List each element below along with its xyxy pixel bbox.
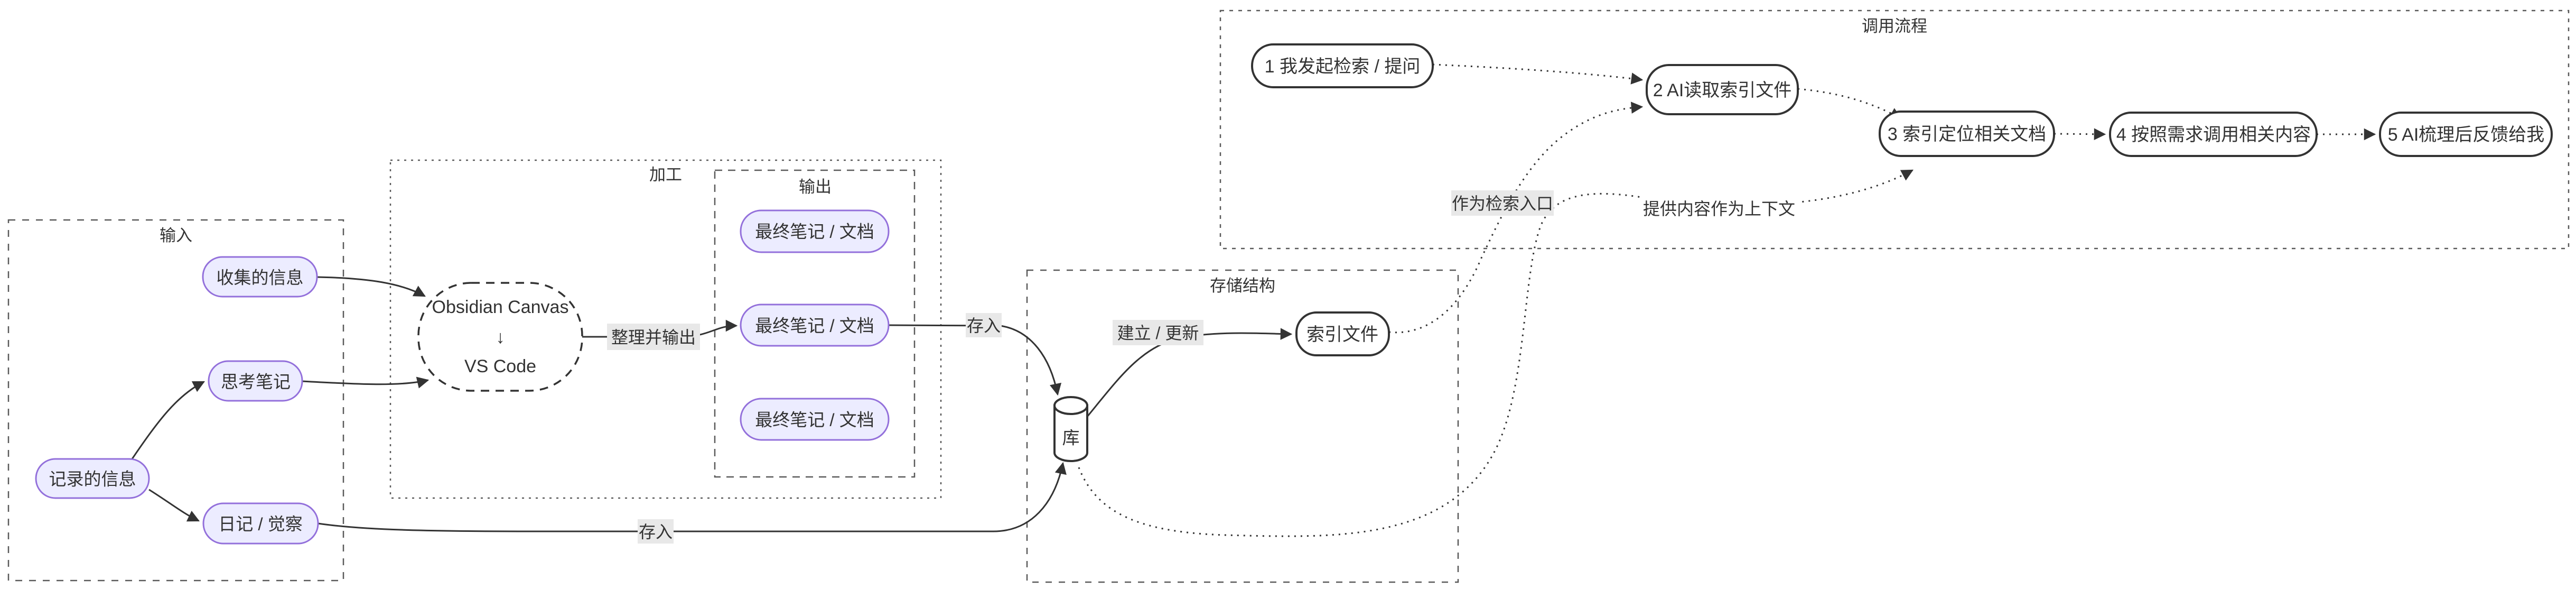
node-collected-info-label: 收集的信息: [217, 268, 304, 288]
node-recorded-info-label: 记录的信息: [49, 470, 136, 489]
node-obsidian-canvas-line2: ↓: [496, 327, 505, 347]
node-diary-label: 日记 / 觉察: [218, 514, 303, 534]
edge-finaldoc-to-repo: [888, 324, 1062, 396]
svg-text:建立 / 更新: 建立 / 更新: [1117, 324, 1199, 343]
svg-text:作为检索入口: 作为检索入口: [1452, 194, 1553, 213]
node-thinking-notes-label: 思考笔记: [221, 372, 291, 392]
edge-label-bg: [1451, 190, 1554, 216]
group-title-flow: 调用流程: [1862, 17, 1927, 35]
node-thinking-notes: 思考笔记: [208, 360, 303, 402]
node-final-doc-3: 最终笔记 / 文档: [740, 398, 890, 441]
group-title-output: 输出: [799, 178, 832, 196]
node-step-5-label: 5 AI梳理后反馈给我: [2388, 125, 2545, 145]
node-obsidian-canvas-line1: Obsidian Canvas: [432, 297, 569, 317]
node-recorded-info: 记录的信息: [35, 458, 150, 499]
group-box-input: [7, 219, 344, 582]
node-step-2-label: 2 AI读取索引文件: [1653, 80, 1792, 100]
group-box-flow: [1219, 10, 2570, 250]
edge-repo-to-index: [1086, 328, 1293, 417]
svg-text:存入: 存入: [639, 522, 673, 541]
node-step-2: 2 AI读取索引文件: [1646, 64, 1799, 115]
node-step-3: 3 索引定位相关文档: [1879, 111, 2055, 157]
group-title-input: 输入: [160, 226, 192, 245]
edge-record-to-think: [131, 381, 206, 459]
edge-collect-to-canvas: [316, 276, 426, 297]
edge-label-retrieval-entry: 作为检索入口: [1451, 190, 1554, 216]
node-final-doc-1: 最终笔记 / 文档: [740, 209, 890, 253]
edge-diary-to-repo: [318, 462, 1067, 532]
node-diary: 日记 / 觉察: [202, 502, 319, 545]
edge-step2-to-step3: [1797, 88, 1902, 119]
edge-repo-to-step3: [1078, 169, 1914, 537]
edge-record-to-diary: [148, 489, 200, 522]
edge-label-organize-output: 整理并输出: [607, 324, 700, 350]
node-final-doc-2: 最终笔记 / 文档: [740, 303, 890, 347]
node-obsidian-canvas-line3: VS Code: [464, 356, 536, 376]
node-step-4: 4 按照需求调用相关内容: [2109, 112, 2318, 157]
group-box-storage: [1026, 269, 1459, 583]
node-final-doc-1-label: 最终笔记 / 文档: [755, 222, 874, 242]
node-step-1-label: 1 我发起检索 / 提问: [1265, 57, 1421, 77]
edge-index-to-step2: [1388, 102, 1644, 334]
edge-label-bg: [1113, 320, 1203, 345]
node-index-file-label: 索引文件: [1306, 325, 1378, 345]
node-step-4-label: 4 按照需求调用相关内容: [2116, 125, 2311, 145]
group-box-output: [714, 169, 916, 478]
edge-label-build-update: 建立 / 更新: [1113, 320, 1203, 345]
node-step-5: 5 AI梳理后反馈给我: [2379, 112, 2553, 157]
edge-label-store-in-top: 存入: [966, 313, 1002, 337]
node-final-doc-2-label: 最终笔记 / 文档: [755, 316, 874, 336]
svg-text:存入: 存入: [967, 316, 1001, 335]
group-title-process: 加工: [649, 165, 682, 184]
edge-label-bg: [1640, 196, 1798, 221]
node-repo-cylinder: 库: [1053, 396, 1088, 462]
group-box-process: [389, 159, 942, 499]
edge-label-bg: [638, 519, 674, 544]
edge-label-bg: [966, 313, 1002, 337]
node-step-1: 1 我发起检索 / 提问: [1251, 43, 1434, 88]
group-title-storage: 存储结构: [1210, 277, 1275, 295]
edge-step1-to-step2: [1432, 63, 1644, 85]
edge-think-to-canvas: [302, 376, 430, 389]
node-step-3-label: 3 索引定位相关文档: [1888, 124, 2046, 144]
edge-label-store-in-bottom: 存入: [638, 519, 674, 544]
svg-text:整理并输出: 整理并输出: [611, 328, 696, 347]
node-collected-info: 收集的信息: [202, 256, 318, 298]
edge-label-provide-context: 提供内容作为上下文: [1640, 196, 1798, 221]
edge-label-bg: [607, 324, 700, 350]
node-repo-label: 库: [1062, 428, 1080, 448]
svg-text:提供内容作为上下文: 提供内容作为上下文: [1643, 199, 1795, 218]
node-final-doc-3-label: 最终笔记 / 文档: [755, 410, 874, 430]
node-index-file: 索引文件: [1295, 311, 1390, 356]
node-obsidian-canvas: Obsidian Canvas ↓ VS Code: [417, 282, 583, 392]
